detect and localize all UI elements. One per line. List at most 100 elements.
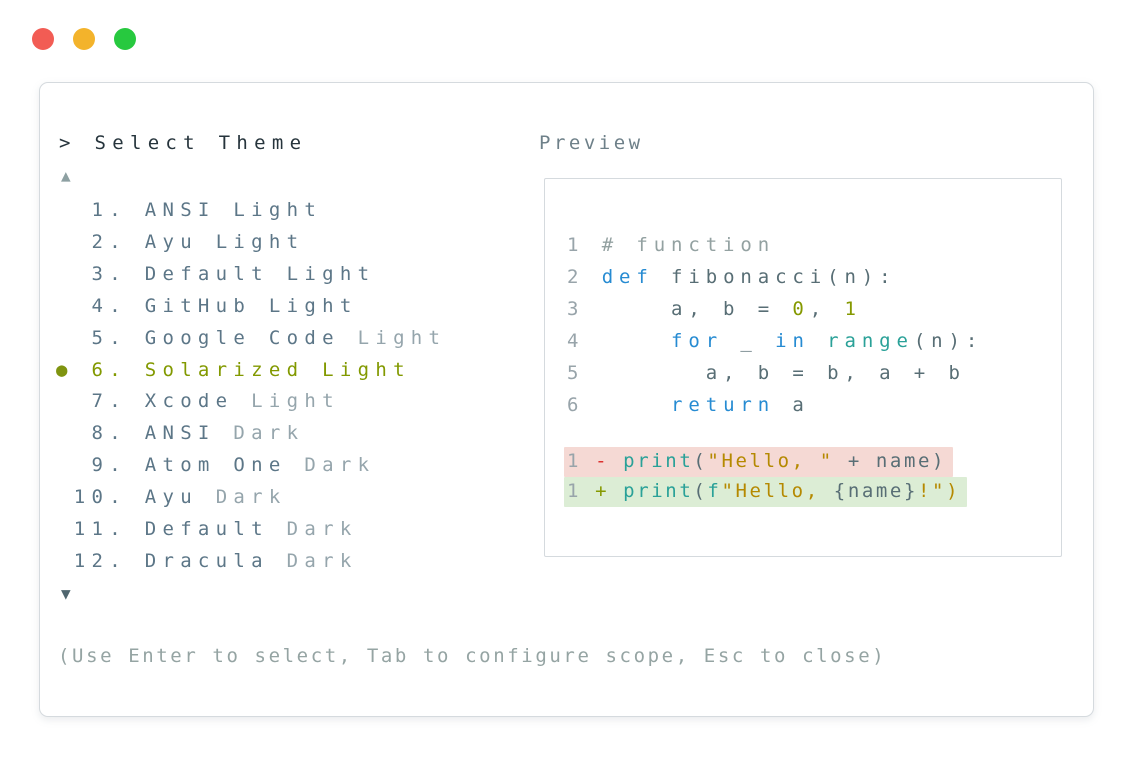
diff-preview: 1 - print("Hello, " + name)1 + print(f"H… bbox=[564, 447, 968, 507]
theme-variant: Dark bbox=[286, 549, 358, 572]
code-token: f bbox=[707, 480, 722, 502]
window-zoom-button[interactable] bbox=[114, 28, 136, 50]
theme-item-atom-one-dark[interactable]: 9. Atom One Dark bbox=[56, 450, 446, 482]
theme-item-ansi-dark[interactable]: 8. ANSI Dark bbox=[56, 418, 446, 450]
code-token: ( bbox=[693, 450, 708, 472]
theme-item-google-code-light[interactable]: 5. Google Code Light bbox=[56, 323, 446, 355]
theme-number: 12. bbox=[73, 549, 145, 572]
code-token: fibonacci(n): bbox=[653, 266, 897, 288]
marker-space bbox=[56, 518, 74, 540]
theme-number: 2. bbox=[73, 230, 145, 253]
theme-item-ansi-light[interactable]: 1. ANSI Light bbox=[56, 195, 446, 227]
code-token: print bbox=[623, 450, 694, 472]
code-line: 4 for _ in range(n): bbox=[567, 325, 983, 357]
code-token: + name) bbox=[833, 450, 947, 472]
theme-item-xcode-light[interactable]: 7. Xcode Light bbox=[56, 386, 446, 418]
theme-variant: Dark bbox=[286, 518, 358, 541]
theme-item-dracula-dark[interactable]: 12. Dracula Dark bbox=[56, 546, 446, 578]
code-token: def bbox=[601, 266, 654, 288]
code-token: a bbox=[775, 394, 810, 416]
theme-list: 1. ANSI Light 2. Ayu Light 3. Default Li… bbox=[56, 195, 446, 578]
theme-variant: Dark bbox=[233, 422, 305, 445]
code-token: 1 bbox=[844, 298, 862, 320]
code-token: 4 bbox=[567, 330, 602, 352]
code-line: 3 a, b = 0, 1 bbox=[567, 293, 983, 325]
code-token bbox=[609, 450, 623, 472]
theme-number: 7. bbox=[73, 390, 145, 413]
code-token: , bbox=[809, 298, 845, 320]
theme-name: Ayu bbox=[144, 230, 216, 253]
diff-added-line: 1 + print(f"Hello, {name}!") bbox=[564, 477, 968, 507]
code-token: - bbox=[595, 450, 610, 472]
theme-variant: Light bbox=[286, 262, 376, 285]
diff-removed-line: 1 - print("Hello, " + name) bbox=[564, 447, 954, 477]
code-token: for bbox=[671, 330, 724, 352]
theme-variant: Light bbox=[233, 199, 323, 221]
code-token: print bbox=[623, 480, 694, 502]
code-token bbox=[602, 330, 671, 352]
code-token: !") bbox=[918, 480, 961, 502]
marker-space bbox=[56, 231, 74, 253]
theme-item-solarized-light[interactable]: ● 6. Solarized Light bbox=[56, 355, 446, 387]
code-token: "Hello, bbox=[721, 480, 834, 502]
theme-variant: Dark bbox=[304, 454, 376, 477]
theme-variant: Light bbox=[268, 294, 358, 317]
code-token: 1 bbox=[567, 234, 602, 256]
theme-item-ayu-dark[interactable]: 10. Ayu Dark bbox=[56, 482, 446, 514]
select-theme-prompt: > Select Theme bbox=[59, 132, 308, 154]
code-token bbox=[810, 330, 827, 352]
theme-number: 4. bbox=[73, 294, 145, 317]
scroll-up-icon[interactable]: ▲ bbox=[61, 166, 71, 185]
keyboard-hint: (Use Enter to select, Tab to configure s… bbox=[58, 645, 887, 667]
theme-variant: Light bbox=[357, 326, 447, 349]
theme-name: Xcode bbox=[144, 390, 252, 413]
code-token: {name} bbox=[833, 480, 919, 502]
code-token: a, b = b, a + b bbox=[601, 362, 966, 384]
theme-name: ANSI bbox=[144, 422, 234, 445]
theme-picker-window: > Select Theme Preview ▲ 1. ANSI Light 2… bbox=[39, 82, 1094, 717]
code-token: return bbox=[671, 394, 776, 416]
theme-name: Default bbox=[144, 262, 287, 285]
code-token: ( bbox=[693, 480, 708, 502]
theme-number: 10. bbox=[73, 486, 145, 509]
theme-name: Solarized bbox=[144, 358, 323, 381]
code-token: (n): bbox=[913, 330, 984, 352]
scroll-down-icon[interactable]: ▼ bbox=[61, 584, 71, 603]
theme-name: Dracula bbox=[144, 549, 287, 572]
theme-number: 11. bbox=[73, 518, 145, 541]
code-line: 2 def fibonacci(n): bbox=[567, 261, 983, 293]
code-token: 1 bbox=[567, 480, 596, 502]
code-token: + bbox=[595, 480, 610, 502]
theme-item-github-light[interactable]: 4. GitHub Light bbox=[56, 291, 446, 323]
theme-name: Google Code bbox=[144, 326, 358, 349]
theme-number: 5. bbox=[73, 326, 145, 349]
code-token: 6 bbox=[567, 394, 602, 416]
code-token: 3 bbox=[567, 298, 602, 320]
marker-space bbox=[56, 390, 74, 412]
theme-number: 6. bbox=[73, 358, 145, 381]
code-token: # function bbox=[601, 234, 776, 256]
preview-label: Preview bbox=[539, 132, 644, 154]
marker-space bbox=[56, 263, 74, 285]
theme-variant: Dark bbox=[215, 486, 287, 509]
marker-space bbox=[56, 422, 74, 444]
theme-item-default-light[interactable]: 3. Default Light bbox=[56, 259, 446, 291]
theme-item-default-dark[interactable]: 11. Default Dark bbox=[56, 514, 446, 546]
code-line: 1 # function bbox=[567, 229, 983, 261]
window-minimize-button[interactable] bbox=[73, 28, 95, 50]
marker-space bbox=[56, 199, 74, 221]
theme-variant: Light bbox=[215, 230, 305, 253]
code-token: in bbox=[775, 330, 810, 352]
code-token: 5 bbox=[567, 362, 602, 384]
theme-number: 3. bbox=[73, 262, 145, 285]
marker-space bbox=[56, 486, 74, 508]
theme-variant: Light bbox=[322, 358, 411, 381]
theme-item-ayu-light[interactable]: 2. Ayu Light bbox=[56, 227, 446, 259]
code-token: "Hello, " bbox=[707, 450, 834, 472]
window-close-button[interactable] bbox=[32, 28, 54, 50]
code-token: range bbox=[827, 330, 914, 352]
marker-space bbox=[56, 295, 74, 317]
